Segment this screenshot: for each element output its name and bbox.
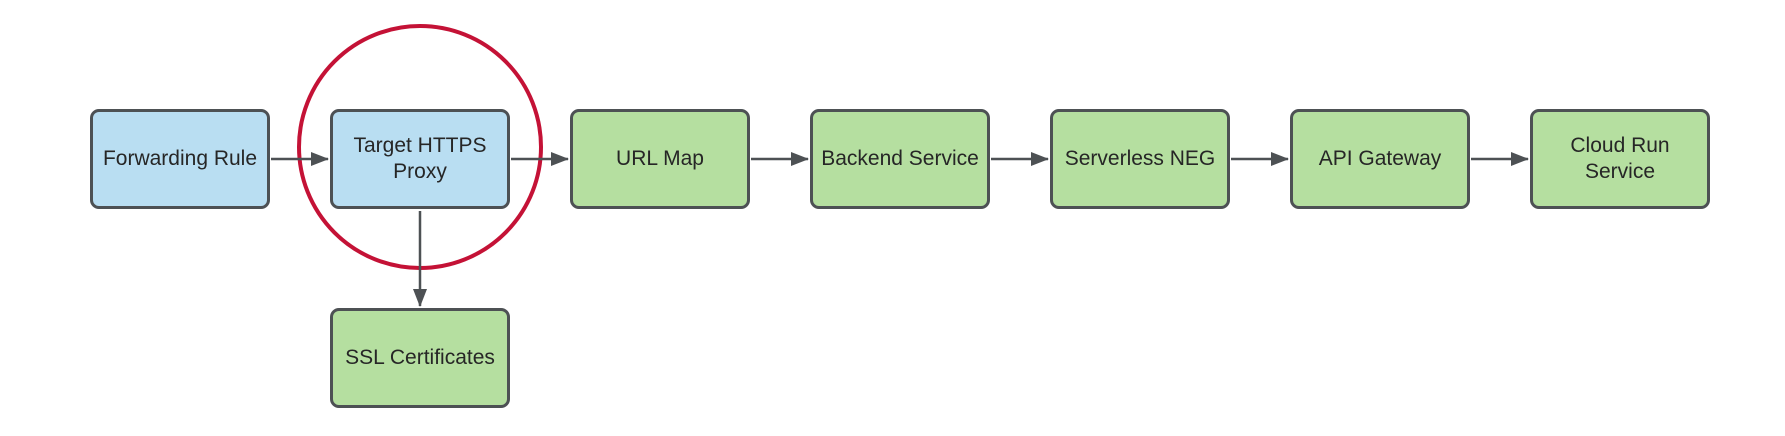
node-label: Backend Service [821, 146, 979, 170]
node-serverless-neg: Serverless NEG [1050, 109, 1230, 209]
node-forwarding-rule: Forwarding Rule [90, 109, 270, 209]
node-label: Forwarding Rule [102, 146, 258, 170]
node-cloud-run-service: Cloud Run Service [1530, 109, 1710, 209]
node-label: URL Map [616, 146, 704, 170]
node-label: Cloud Run Service [1570, 133, 1670, 183]
node-label: Serverless NEG [1064, 146, 1216, 170]
node-backend-service: Backend Service [810, 109, 990, 209]
node-label: API Gateway [1318, 146, 1442, 170]
node-ssl-certificates: SSL Certificates [330, 308, 510, 408]
node-label: SSL Certificates [345, 345, 495, 369]
node-label: Target HTTPS Proxy [353, 133, 487, 183]
node-api-gateway: API Gateway [1290, 109, 1470, 209]
node-url-map: URL Map [570, 109, 750, 209]
node-target-https-proxy: Target HTTPS Proxy [330, 109, 510, 209]
